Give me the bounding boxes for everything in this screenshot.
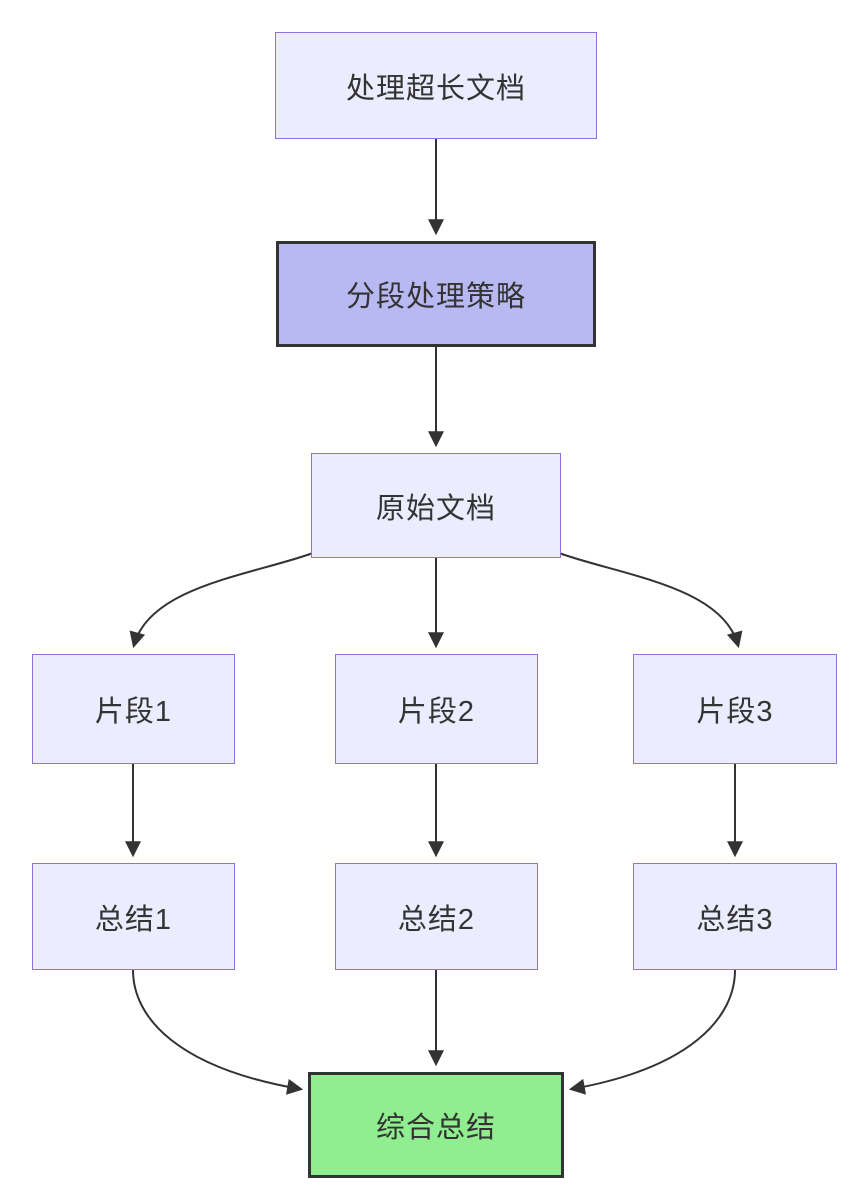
node-fragment-2: 片段2 — [335, 654, 538, 764]
node-original-document: 原始文档 — [311, 453, 561, 558]
edge-c-to-d1 — [129, 552, 314, 649]
node-label: 原始文档 — [375, 492, 496, 525]
node-label: 处理超长文档 — [345, 72, 526, 105]
edge-c-to-d3 — [558, 552, 743, 649]
node-process-long-document: 处理超长文档 — [275, 32, 597, 139]
edge-e3-to-f — [568, 969, 736, 1095]
node-label: 分段处理策略 — [345, 281, 526, 313]
node-label: 总结3 — [696, 903, 774, 936]
node-segmentation-strategy: 分段处理策略 — [276, 241, 596, 347]
node-label: 总结1 — [94, 903, 173, 936]
node-label: 片段1 — [94, 696, 173, 728]
edge-e1-to-f — [132, 969, 304, 1095]
node-fragment-1: 片段1 — [32, 654, 235, 764]
node-summary-1: 总结1 — [32, 863, 235, 970]
node-combined-summary: 综合总结 — [308, 1072, 564, 1178]
node-label: 总结2 — [397, 903, 476, 936]
node-label: 片段3 — [696, 696, 774, 728]
node-label: 综合总结 — [375, 1112, 496, 1144]
node-label: 片段2 — [397, 696, 476, 728]
node-summary-3: 总结3 — [633, 863, 837, 970]
node-summary-2: 总结2 — [335, 863, 538, 970]
node-fragment-3: 片段3 — [633, 654, 837, 764]
